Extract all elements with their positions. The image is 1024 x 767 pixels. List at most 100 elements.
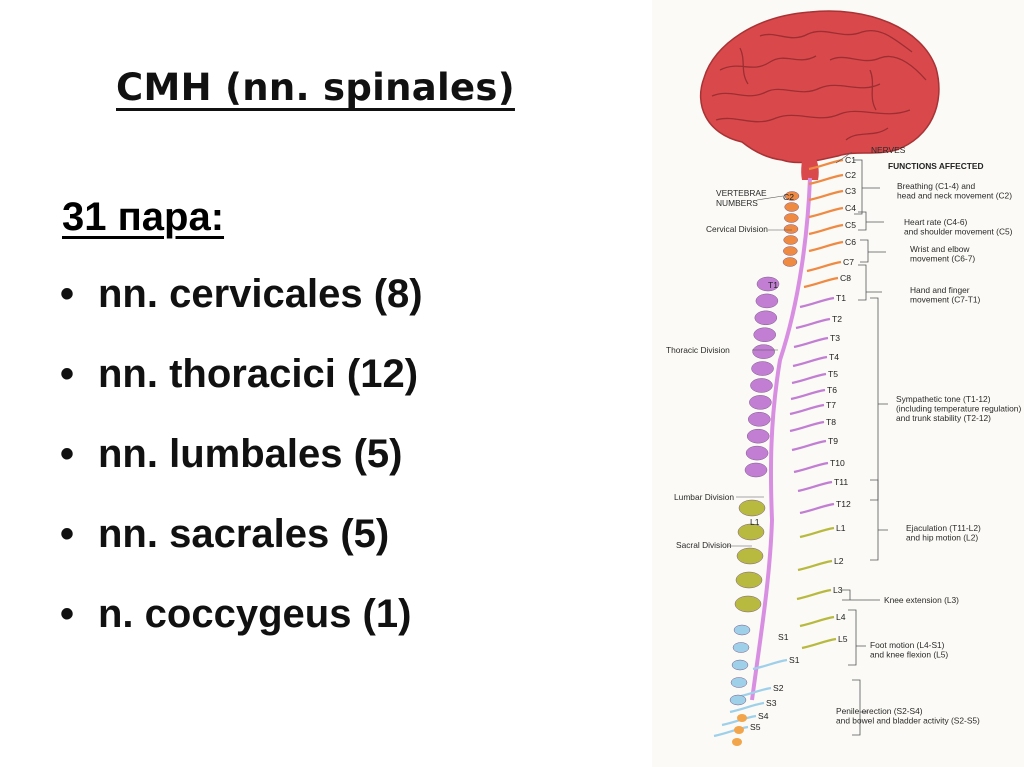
vertebra-marker-label: T1 (768, 280, 778, 290)
vertebra (750, 378, 773, 393)
nerve-number-label: T1 (836, 293, 846, 303)
nerve-number-labels: C1C2C3C4C5C6C7C8T1T2T3T4T5T6T7T8T9T10T11… (750, 155, 856, 732)
list-item-text: n. coccygeus (1) (98, 592, 412, 636)
vertebra (783, 235, 798, 245)
nerve-number-label: S1 (789, 655, 800, 665)
pair-count-heading: 31 пара: (62, 195, 225, 239)
function-bracket (854, 159, 880, 215)
function-bracket (870, 479, 888, 561)
nerve-line (799, 502, 835, 515)
vertebra-marker-label: L1 (750, 517, 760, 527)
vertebra (756, 276, 780, 292)
nerve-line (752, 658, 788, 671)
function-label-line: Penile erection (S2-S4) (836, 706, 923, 716)
nerve-line (808, 223, 844, 236)
vertebra (736, 547, 764, 565)
vertebra (731, 659, 749, 671)
nerve-line (803, 276, 839, 289)
vertebra-marker-label: C2 (783, 192, 794, 202)
slide-title: СМН (nn. spinales) (116, 66, 515, 109)
function-label-line: and bowel and bladder activity (S2-S5) (836, 716, 980, 726)
function-label-line: head and neck movement (C2) (897, 191, 1012, 201)
function-bracket (842, 589, 880, 601)
nerve-line (796, 588, 832, 601)
nerve-number-label: S5 (750, 722, 761, 732)
function-label-line: Sympathetic tone (T1-12) (896, 394, 991, 404)
brain-fold (715, 109, 911, 123)
function-label-line: movement (C7-T1) (910, 295, 980, 305)
vertebra (752, 344, 775, 359)
nerve-number-label: L4 (836, 612, 846, 622)
function-label-line: Hand and finger (910, 285, 970, 295)
vertebra-marker-label: S1 (778, 632, 789, 642)
vertebra (784, 213, 799, 223)
function-brackets (842, 159, 888, 736)
vertebrae-numbers-label: NUMBERS (716, 198, 758, 208)
function-label-line: Wrist and elbow (910, 244, 970, 254)
list-item: •nn. sacrales (5) (60, 512, 423, 592)
list-item-text: nn. lumbales (5) (98, 432, 403, 476)
nerve-line (797, 559, 833, 572)
brain-fold (829, 55, 927, 81)
list-item-text: nn. cervicales (8) (98, 272, 423, 316)
nerve-line (808, 206, 844, 219)
nerve-number-label: T11 (834, 477, 848, 487)
nerve-line (791, 372, 827, 385)
function-label-line: and trunk stability (T2-12) (896, 413, 991, 423)
nerve-line (729, 701, 765, 714)
nerve-number-label: T7 (826, 400, 836, 410)
vertebra (730, 677, 748, 688)
list-item: • nn. cervicales (8) (60, 272, 423, 352)
bullet-icon: • (60, 432, 75, 476)
vertebra (751, 361, 774, 376)
vertebra (755, 293, 779, 309)
nerve-line (793, 336, 829, 349)
vertebra (784, 202, 799, 212)
vertebra (783, 246, 798, 256)
function-label-line: Foot motion (L4-S1) (870, 640, 945, 650)
nerve-number-label: T10 (830, 458, 845, 468)
bullet-icon: • (60, 272, 75, 316)
brain-fold (759, 29, 913, 53)
nerve-number-label: T8 (826, 417, 836, 427)
spinal-nerves-diagram: C1C2C3C4C5C6C7C8T1T2T3T4T5T6T7T8T9T10T11… (666, 10, 1021, 746)
nerve-number-label: T4 (829, 352, 839, 362)
function-label-line: and hip motion (L2) (906, 533, 978, 543)
function-label-line: movement (C6-7) (910, 254, 975, 264)
list-item-text: nn. sacrales (5) (98, 512, 390, 556)
function-label-line: Breathing (C1-4) and (897, 181, 976, 191)
vertebra (733, 624, 751, 636)
function-label-line: Ejaculation (T11-L2) (906, 523, 981, 533)
nerve-number-label: L5 (838, 634, 848, 644)
vertebra (784, 191, 800, 201)
nerve-line (792, 355, 828, 368)
list-item: •nn. thoracici (12) (60, 352, 423, 432)
spinal-cord (750, 177, 812, 701)
division-label: Sacral Division (676, 540, 732, 550)
coccyx-segment (734, 726, 744, 734)
nerve-number-label: C5 (845, 220, 856, 230)
brainstem (801, 150, 819, 180)
nerve-line (801, 637, 837, 650)
nerve-number-label: C4 (845, 203, 856, 213)
nerve-number-label: C2 (845, 170, 856, 180)
nerve-number-label: L1 (836, 523, 846, 533)
nerve-line (799, 615, 835, 628)
nerve-line (799, 526, 835, 539)
nerve-number-label: C6 (845, 237, 856, 247)
nerve-line (790, 388, 826, 401)
vertebra (738, 499, 766, 517)
nerve-line (806, 260, 842, 273)
vertebrae-numbers-label: VERTEBRAE (716, 188, 767, 198)
nerve-line (799, 296, 835, 309)
brain-fold (719, 55, 817, 71)
nerve-lines (713, 158, 844, 738)
coccyx-segment (732, 738, 742, 746)
nerve-number-label: C1 (845, 155, 856, 165)
function-bracket (870, 297, 888, 501)
vertebra (732, 642, 750, 653)
bullet-icon: • (60, 352, 75, 396)
function-label-line: and knee flexion (L5) (870, 650, 948, 660)
brain-fold (869, 69, 877, 111)
